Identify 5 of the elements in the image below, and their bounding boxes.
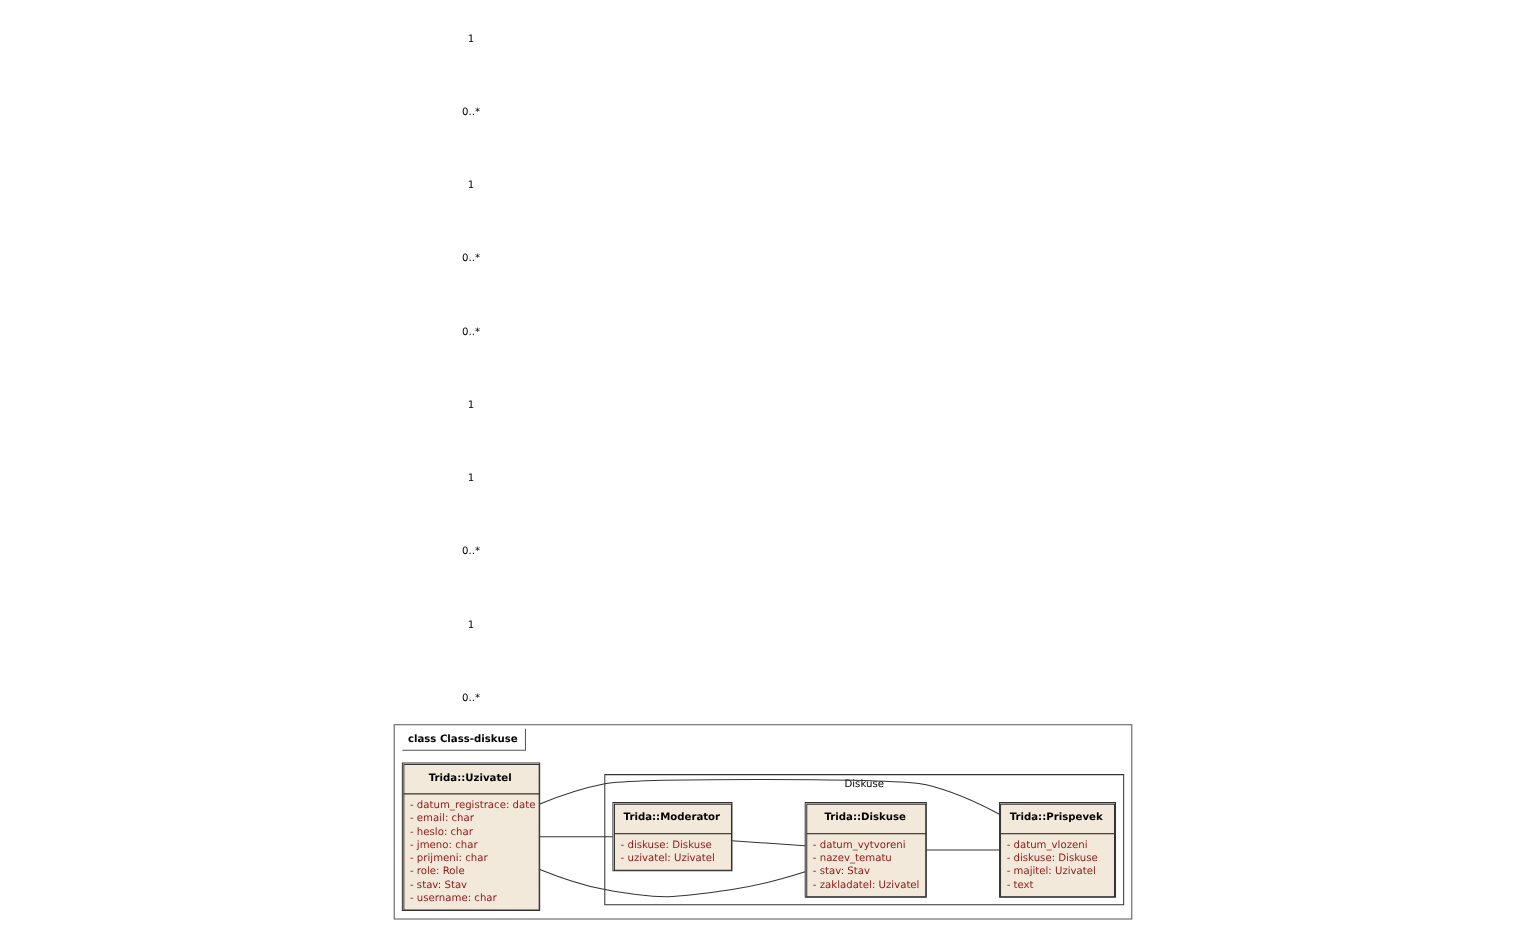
connector	[731, 840, 806, 847]
connector	[926, 849, 1000, 851]
connector	[539, 778, 1000, 815]
connector	[539, 868, 806, 898]
connector	[539, 836, 614, 838]
